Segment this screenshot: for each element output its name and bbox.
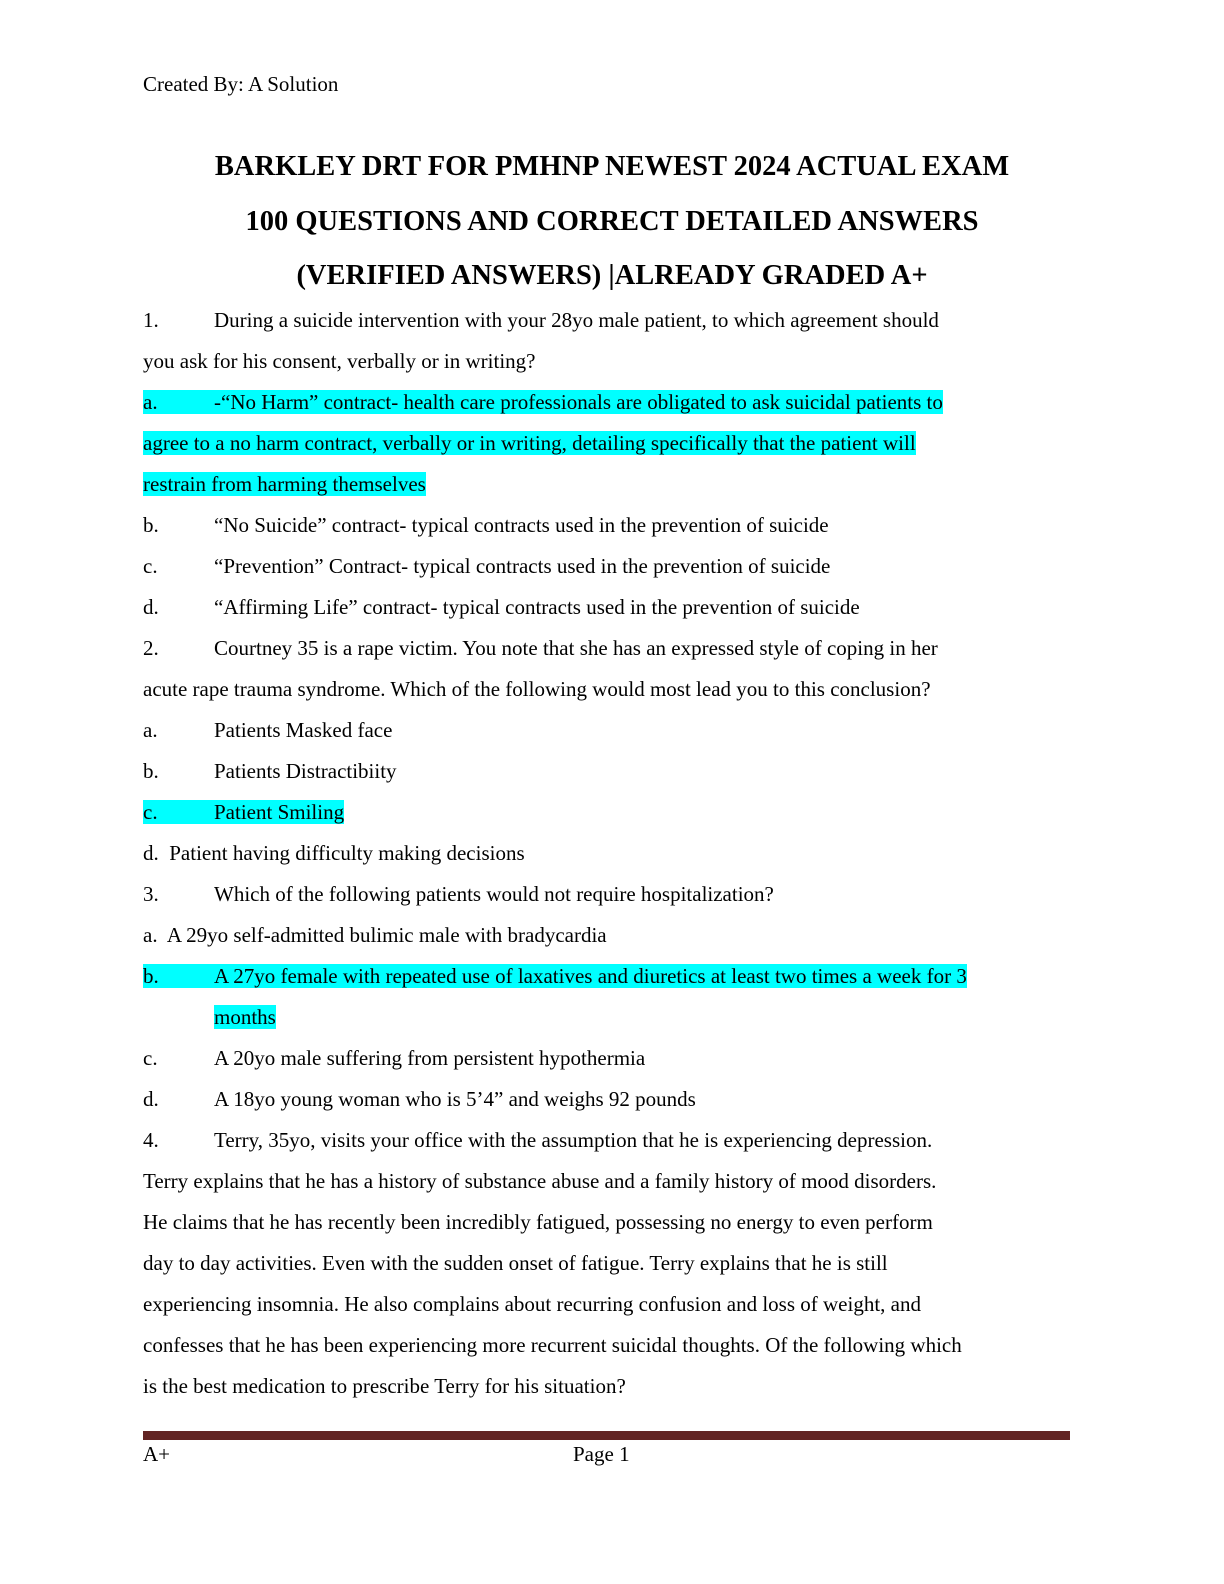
document-body: 1.During a suicide intervention with you… xyxy=(143,300,1073,1407)
footer-divider xyxy=(143,1431,1070,1440)
question-4-stem-cont: Terry explains that he has a history of … xyxy=(143,1169,937,1193)
page-number: Page 1 xyxy=(573,1442,630,1466)
title-line: 100 QUESTIONS AND CORRECT DETAILED ANSWE… xyxy=(245,205,979,237)
answer-option-correct-cont: agree to a no harm contract, verbally or… xyxy=(143,431,916,455)
title-line: (VERIFIED ANSWERS) |ALREADY GRADED A+ xyxy=(296,260,928,291)
question-3-stem: 3.Which of the following patients would … xyxy=(143,874,1073,915)
question-4-stem-cont: experiencing insomnia. He also complains… xyxy=(143,1292,921,1316)
question-4-stem-cont: confesses that he has been experiencing … xyxy=(143,1333,962,1357)
question-2-stem: 2.Courtney 35 is a rape victim. You note… xyxy=(143,628,1073,669)
answer-option: d.“Affirming Life” contract- typical con… xyxy=(143,595,860,619)
answer-option-correct: c.Patient Smiling xyxy=(143,800,345,824)
answer-option: c.A 20yo male suffering from persistent … xyxy=(143,1046,646,1070)
answer-option: a. A 29yo self-admitted bulimic male wit… xyxy=(143,923,607,947)
title-line: BARKLEY DRT FOR PMHNP NEWEST 2024 ACTUAL… xyxy=(214,151,1010,182)
answer-option: d.A 18yo young woman who is 5’4” and wei… xyxy=(143,1087,696,1111)
document-title: BARKLEY DRT FOR PMHNP NEWEST 2024 ACTUAL… xyxy=(0,140,1224,304)
question-1-stem-cont: you ask for his consent, verbally or in … xyxy=(143,349,536,373)
footer-grade: A+ xyxy=(143,1442,171,1466)
question-4-stem-cont: is the best medication to prescribe Terr… xyxy=(143,1374,626,1398)
answer-option-correct: b.A 27yo female with repeated use of lax… xyxy=(143,964,967,988)
answer-option: b.“No Suicide” contract- typical contrac… xyxy=(143,513,829,537)
answer-option-correct-cont: restrain from harming themselves xyxy=(143,472,426,496)
answer-option-correct: a.-“No Harm” contract- health care profe… xyxy=(143,390,943,414)
question-1-stem: 1.During a suicide intervention with you… xyxy=(143,300,1073,341)
question-4-stem-cont: He claims that he has recently been incr… xyxy=(143,1210,933,1234)
answer-option-correct-cont: months xyxy=(214,1005,276,1029)
question-number: 2. xyxy=(143,636,159,660)
answer-option: b.Patients Distractibiity xyxy=(143,759,397,783)
document-header: Created By: A Solution xyxy=(143,72,339,96)
answer-option: c.“Prevention” Contract- typical contrac… xyxy=(143,554,831,578)
answer-option: a.Patients Masked face xyxy=(143,718,393,742)
question-number: 4. xyxy=(143,1128,159,1152)
question-4-stem: 4.Terry, 35yo, visits your office with t… xyxy=(143,1120,1073,1161)
question-4-stem-cont: day to day activities. Even with the sud… xyxy=(143,1251,888,1275)
answer-option: d. Patient having difficulty making deci… xyxy=(143,841,525,865)
question-number: 3. xyxy=(143,882,159,906)
question-2-stem-cont: acute rape trauma syndrome. Which of the… xyxy=(143,677,931,701)
question-number: 1. xyxy=(143,308,159,332)
